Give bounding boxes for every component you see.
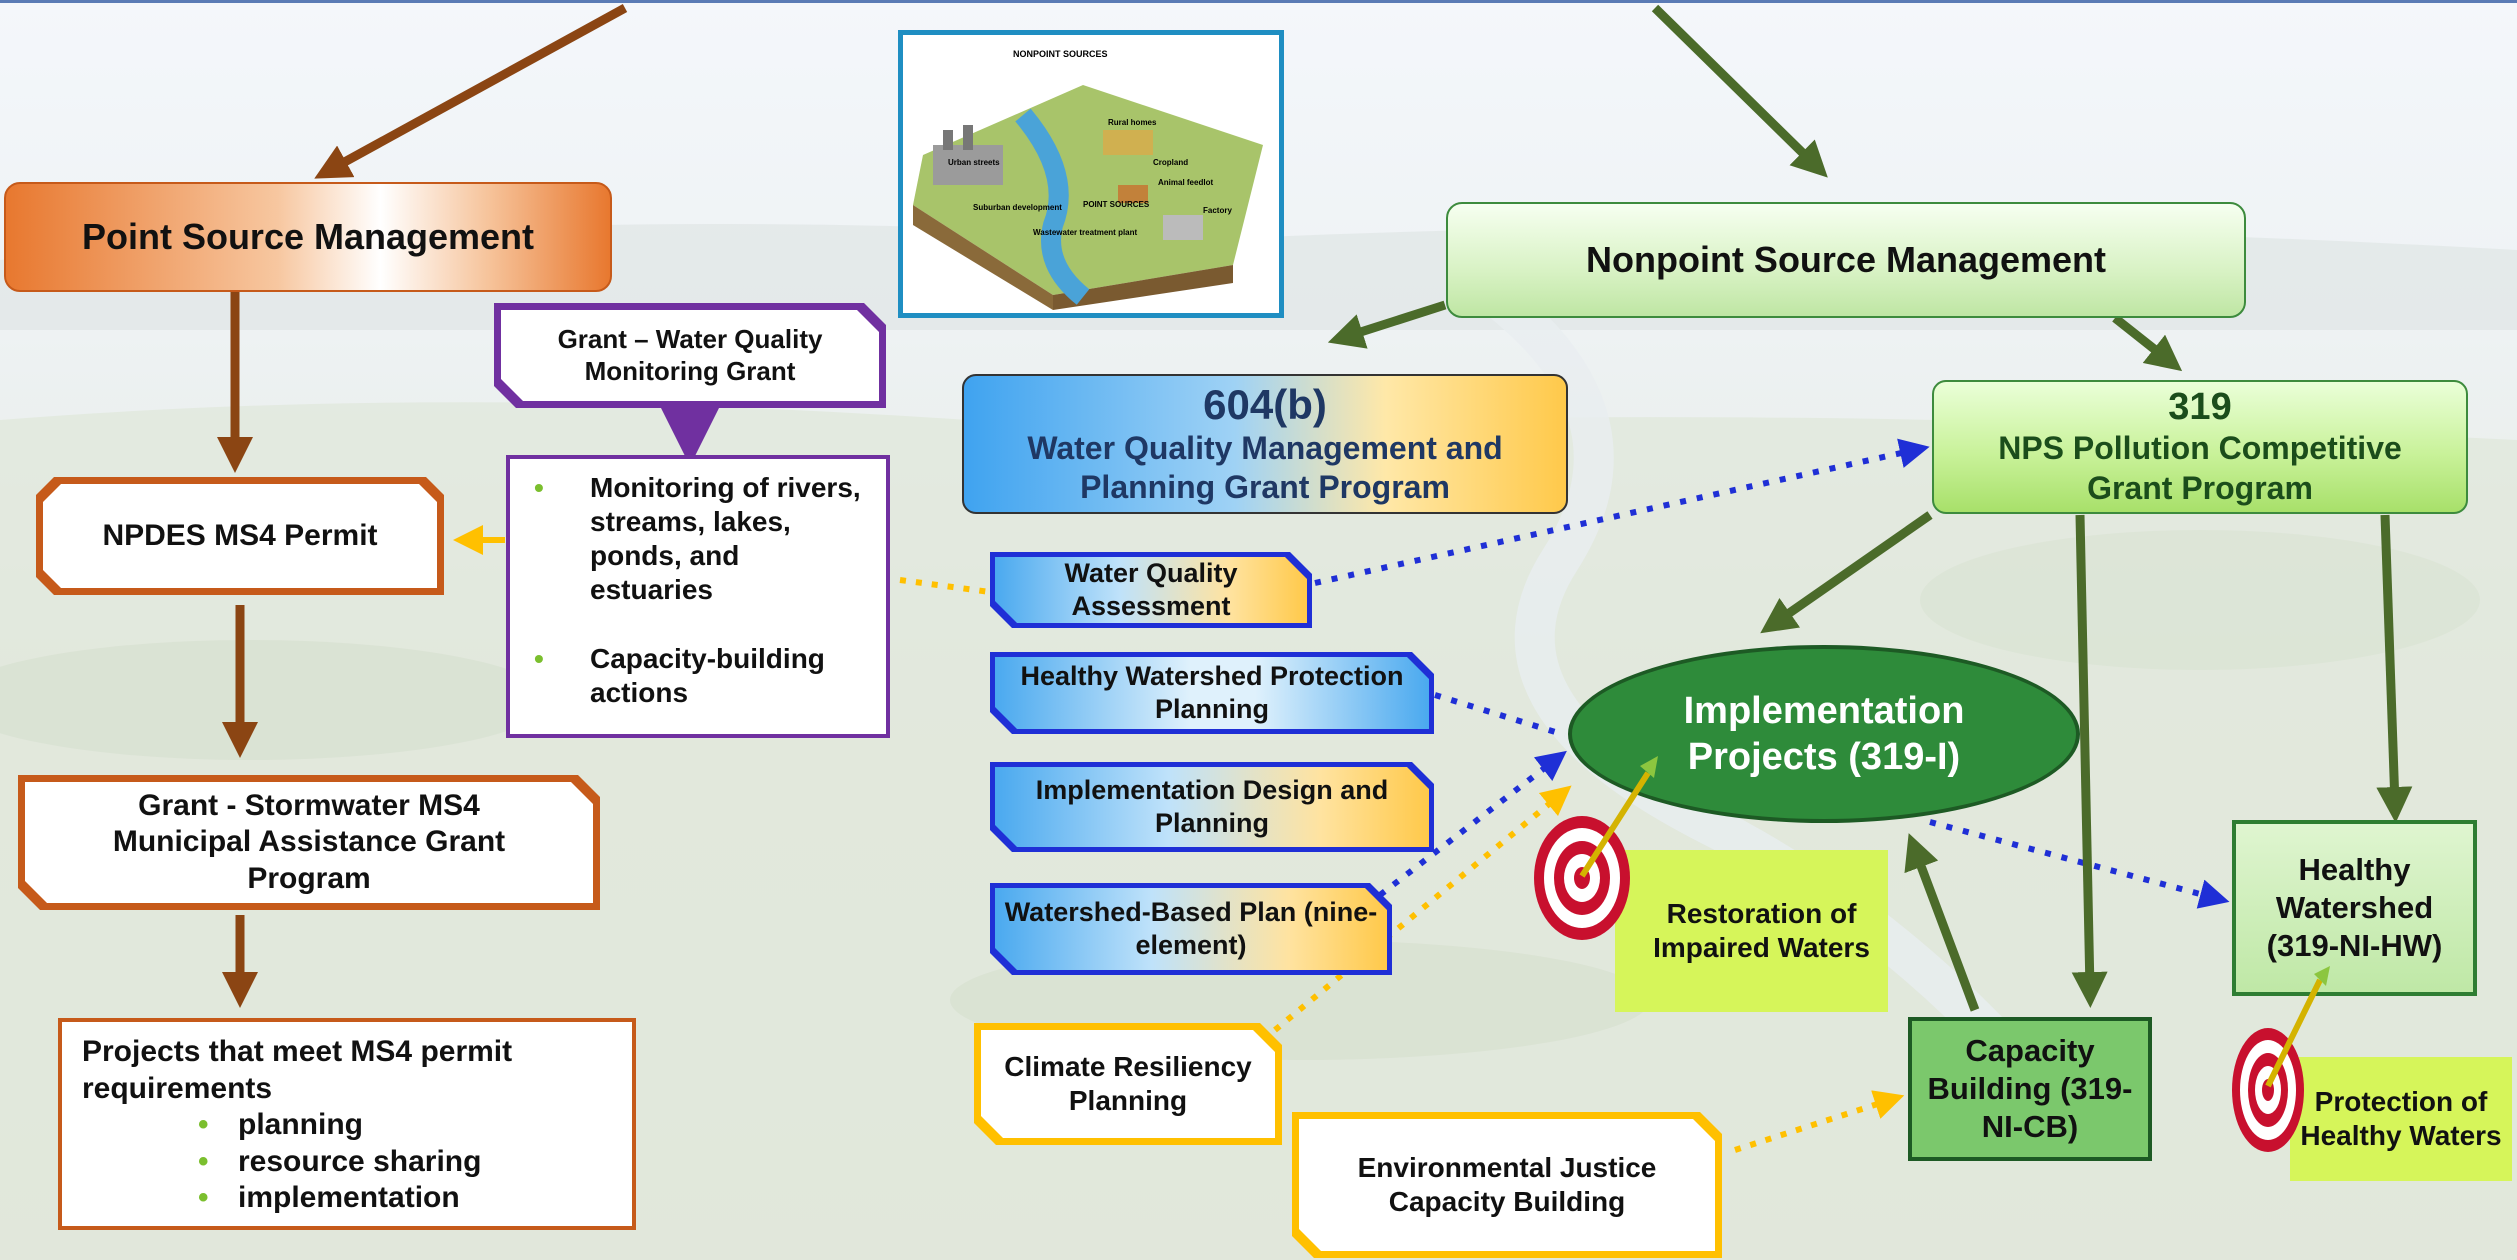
dotted-wq-to-319 <box>1314 438 1930 586</box>
ms4-projects-box: Projects that meet MS4 permit requiremen… <box>58 1018 636 1230</box>
protection-healthy-box: Protection of Healthy Waters <box>2290 1057 2512 1181</box>
arrow-319-to-impl <box>1760 511 1933 634</box>
svg-text:Urban streets: Urban streets <box>948 158 1000 167</box>
monitoring-grant-label: Grant – Water Quality Monitoring Grant <box>557 323 823 386</box>
healthy-watershed-label: Healthy Watershed (319-NI-HW) <box>2266 852 2443 963</box>
program-319-box: 319 NPS Pollution Competitive Grant Prog… <box>1932 380 2468 514</box>
point-source-title: Point Source Management <box>81 216 535 257</box>
arrow-nonpoint-to-319 <box>2112 314 2183 372</box>
svg-text:Factory: Factory <box>1203 206 1232 215</box>
npdes-permit-label: NPDES MS4 Permit <box>102 519 378 552</box>
target-icon <box>1534 756 1658 940</box>
arrow-319-to-healthy <box>2376 514 2413 823</box>
svg-text:Rural homes: Rural homes <box>1108 118 1157 127</box>
ms4-project-item: •resource sharing <box>198 1144 612 1181</box>
dart-icon <box>1579 756 1658 878</box>
dotted-plan-to-impl <box>1378 750 1567 898</box>
ms4-project-item: •implementation <box>198 1180 612 1217</box>
capacity-building-box: Capacity Building (319-NI-CB) <box>1908 1017 2152 1161</box>
landscape-diagram-image: NONPOINT SOURCES Rural homes Cropland Ur… <box>913 49 1263 310</box>
arrow-top-to-nonpoint <box>1651 4 1828 178</box>
program-604b-box: 604(b) Water Quality Management and Plan… <box>962 374 1568 514</box>
dart-icon <box>2265 966 2330 1088</box>
monitoring-grant-box: Grant – Water Quality Monitoring Grant <box>494 303 886 408</box>
watershed-based-plan-label: Watershed-Based Plan (nine-element) <box>1004 897 1378 960</box>
dotted-hw-planning-to-impl <box>1434 692 1566 738</box>
environmental-justice-label: Environmental Justice Capacity Building <box>1357 1151 1657 1217</box>
watershed-based-plan-box: Watershed-Based Plan (nine-element) <box>990 883 1392 975</box>
bullet-icon: • <box>534 642 544 674</box>
program-319-name: NPS Pollution Competitive Grant Program <box>1998 430 2402 506</box>
bullet-icon: • <box>198 1181 209 1215</box>
ms4-projects-heading: Projects that meet MS4 permit requiremen… <box>82 1035 513 1105</box>
restoration-impaired-label: Restoration of Impaired Waters <box>1653 897 1870 963</box>
svg-text:NONPOINT SOURCES: NONPOINT SOURCES <box>1013 49 1108 59</box>
healthy-watershed-planning-label: Healthy Watershed Protection Planning <box>1020 661 1404 724</box>
dotted-ej-to-capacity <box>1734 1090 1905 1153</box>
nonpoint-source-title: Nonpoint Source Management <box>1585 239 2107 280</box>
environmental-justice-box: Environmental Justice Capacity Building <box>1292 1112 1722 1258</box>
stormwater-grant-box: Grant - Stormwater MS4 Municipal Assista… <box>18 775 600 910</box>
svg-text:Wastewater treatment plant: Wastewater treatment plant <box>1033 228 1138 237</box>
implementation-projects-label: Implementation Projects (319-I) <box>1683 689 1965 778</box>
restoration-impaired-box: Restoration of Impaired Waters <box>1615 850 1888 1012</box>
dotted-impl-to-healthy <box>1929 819 2230 909</box>
bullet-icon: • <box>198 1108 209 1142</box>
pollution-sources-illustration: NONPOINT SOURCES Rural homes Cropland Ur… <box>898 30 1284 318</box>
program-604b-name: Water Quality Management and Planning Gr… <box>1027 429 1503 505</box>
water-quality-assessment-box: Water Quality Assessment <box>990 552 1312 628</box>
nonpoint-source-management-box: Nonpoint Source Management <box>1446 202 2246 318</box>
monitoring-actions-list: •Monitoring of rivers, streams, lakes, p… <box>534 471 868 710</box>
arrow-capacity-to-impl <box>1904 833 1980 1012</box>
svg-text:Animal feedlot: Animal feedlot <box>1158 178 1213 187</box>
climate-resiliency-box: Climate Resiliency Planning <box>974 1023 1282 1145</box>
implementation-design-label: Implementation Design and Planning <box>1035 775 1389 838</box>
npdes-permit-box: NPDES MS4 Permit <box>36 477 444 595</box>
arrow-nonpoint-to-604b <box>1327 300 1447 349</box>
monitoring-action-item: •Capacity-building actions <box>534 642 825 708</box>
svg-text:POINT SOURCES: POINT SOURCES <box>1083 200 1150 209</box>
bullet-icon: • <box>198 1144 209 1178</box>
arrow-319-to-capacity <box>2071 514 2108 1008</box>
program-319-number: 319 <box>2168 386 2232 429</box>
climate-resiliency-label: Climate Resiliency Planning <box>1004 1050 1252 1116</box>
implementation-design-box: Implementation Design and Planning <box>990 762 1434 852</box>
point-source-management-box: Point Source Management <box>4 182 612 292</box>
svg-text:Suburban development: Suburban development <box>973 203 1062 212</box>
ms4-project-item: •planning <box>198 1107 612 1144</box>
dotted-climate-to-impl <box>1273 785 1572 1033</box>
arrow-top-to-point-source <box>314 4 628 179</box>
stormwater-grant-label: Grant - Stormwater MS4 Municipal Assista… <box>112 788 506 895</box>
svg-text:Cropland: Cropland <box>1153 158 1188 167</box>
water-quality-assessment-label: Water Quality Assessment <box>1064 558 1238 621</box>
dotted-wq-to-monitoring <box>899 577 991 595</box>
target-icon <box>2232 966 2330 1152</box>
monitoring-actions-box: •Monitoring of rivers, streams, lakes, p… <box>506 455 890 738</box>
bullet-icon: • <box>534 472 544 503</box>
capacity-building-label: Capacity Building (319-NI-CB) <box>1927 1033 2133 1144</box>
monitoring-action-item: •Monitoring of rivers, streams, lakes, p… <box>534 472 861 606</box>
healthy-watershed-planning-box: Healthy Watershed Protection Planning <box>990 652 1434 734</box>
healthy-watershed-box: Healthy Watershed (319-NI-HW) <box>2232 820 2477 996</box>
implementation-projects-ellipse: Implementation Projects (319-I) <box>1568 645 2080 823</box>
ms4-projects-list: •planning •resource sharing •implementat… <box>198 1107 612 1217</box>
program-604b-number: 604(b) <box>1203 380 1327 428</box>
protection-healthy-label: Protection of Healthy Waters <box>2300 1085 2502 1151</box>
